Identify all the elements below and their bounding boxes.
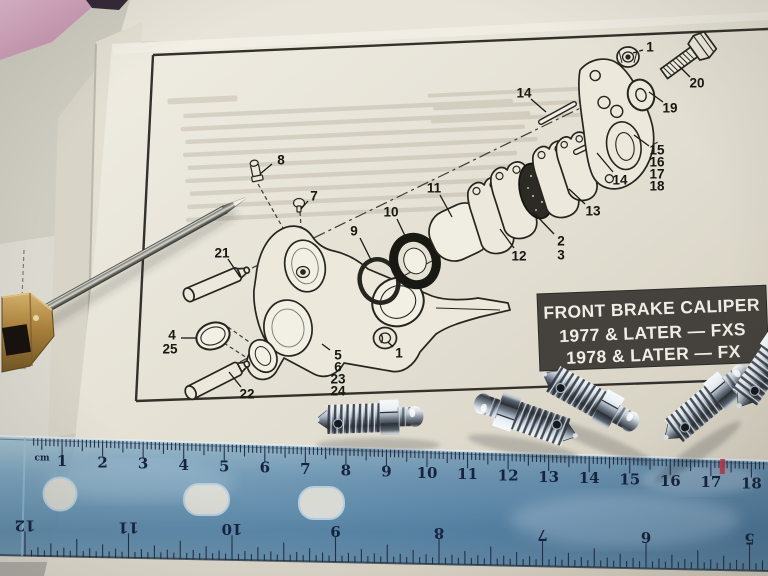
callout-label: 10 [383, 205, 398, 220]
inch-number: 12 [15, 516, 36, 534]
callout-label: 8 [277, 153, 285, 168]
cm-number: 3 [138, 455, 148, 473]
nut-1-top [616, 46, 640, 68]
cm-number: 14 [579, 469, 600, 487]
callout-label: 21 [214, 246, 230, 261]
cm-number: 9 [381, 463, 391, 481]
cm-number: 11 [457, 465, 478, 483]
callout-label: 1 [395, 346, 403, 361]
title-plate: FRONT BRAKE CALIPER 1977 & LATER — FXS 1… [536, 284, 768, 372]
callout-label: 14 [612, 173, 628, 188]
callout-label: 14 [516, 86, 532, 101]
callout-label: 19 [662, 101, 677, 116]
cm-number: 13 [538, 468, 559, 486]
red-mark [719, 458, 726, 475]
inch-number: 8 [434, 524, 444, 542]
inch-number: 9 [330, 522, 340, 540]
cm-number: 1 [57, 452, 67, 470]
nut-1-bottom [372, 326, 398, 350]
callout-label: 20 [689, 76, 704, 91]
callout-label: 1 [646, 40, 654, 55]
inch-number: 11 [118, 518, 139, 536]
inch-number: 7 [537, 526, 547, 544]
cm-number: 2 [97, 453, 107, 471]
inch-number: 10 [222, 520, 243, 538]
handle-socket-hole [1, 324, 32, 356]
callout-label: 11 [427, 181, 442, 196]
callout-label: 4 [168, 328, 176, 343]
callout-label: 9 [350, 224, 358, 239]
callout-label: 2 [557, 234, 565, 249]
cm-number: 5 [219, 457, 229, 475]
callout-label: 12 [511, 249, 526, 264]
callout-label: 13 [585, 204, 601, 219]
cm-number: 10 [417, 464, 438, 482]
cm-number: 7 [300, 460, 310, 478]
cm-number: 6 [260, 459, 270, 477]
cm-number: 15 [619, 471, 640, 489]
inch-number: 6 [641, 528, 651, 546]
callout-label: 24 [330, 384, 346, 399]
cm-number: 12 [498, 467, 519, 485]
cm-number: 4 [178, 456, 188, 474]
callout-label: 18 [649, 179, 665, 194]
callout-label: 25 [162, 342, 178, 357]
callout-label: 7 [310, 189, 318, 204]
callout-label: 3 [557, 248, 565, 263]
cm-number: 8 [341, 461, 351, 479]
cm-unit-label: cm [34, 453, 49, 463]
cm-number: 17 [700, 473, 721, 491]
inch-number: 5 [744, 530, 754, 548]
callout-label: 22 [239, 387, 254, 402]
cm-number: 18 [741, 474, 762, 492]
